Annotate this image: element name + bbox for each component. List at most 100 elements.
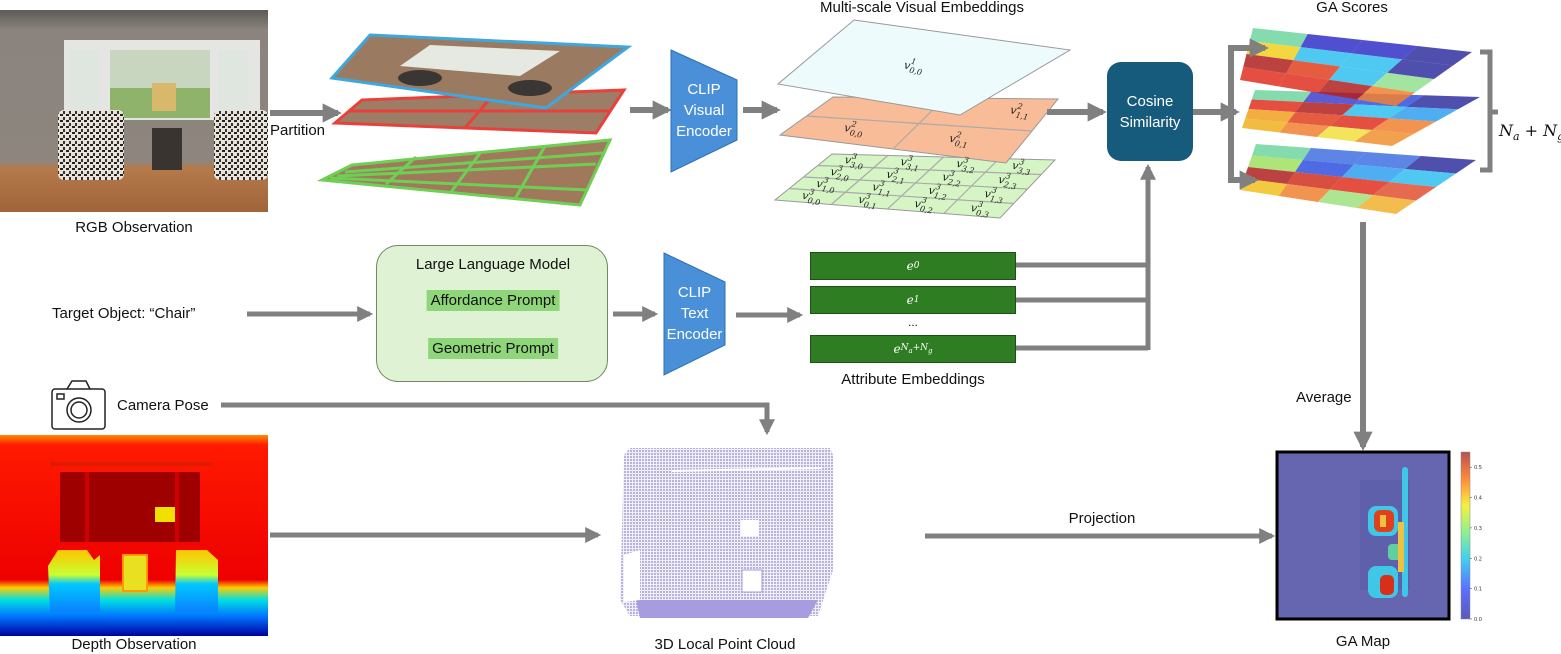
ga-score-tile (1342, 164, 1405, 182)
visual-embeddings-stack (773, 19, 1072, 219)
clip-text-line3: Encoder (666, 326, 723, 343)
ga-score-branch-arrows (1193, 38, 1269, 190)
ga-count-label: Na + Ng (1499, 121, 1561, 144)
clip-text-encoder-shape (663, 252, 726, 376)
colorbar-tick-label: 0.1 (1474, 587, 1482, 593)
point-cloud-label: 3D Local Point Cloud (654, 636, 796, 653)
colorbar-tick-label: 0.0 (1474, 617, 1482, 623)
clip-visual-line3: Encoder (676, 123, 732, 140)
visual-embeddings-title: Multi-scale Visual Embeddings (820, 0, 1024, 16)
depth-observation-label: Depth Observation (71, 636, 197, 653)
ga-score-tile (1351, 40, 1418, 60)
ga-score-tile (1373, 182, 1436, 201)
ga-score-tile (1389, 106, 1458, 122)
partition-label: Partition (270, 122, 326, 139)
ga-score-tile (1295, 101, 1355, 116)
llm-block: Large Language Model Affordance Prompt G… (376, 245, 608, 382)
colorbar-tick-label: 0.5 (1474, 465, 1482, 471)
ga-score-tile (1286, 60, 1341, 80)
ga-score-tile (1357, 195, 1416, 214)
ga-map-image (1275, 450, 1451, 621)
llm-title: Large Language Model (415, 256, 571, 273)
ga-score-tile (1287, 172, 1342, 190)
cosine-line1: Cosine (1126, 92, 1174, 110)
ga-score-tile (1357, 86, 1415, 106)
colorbar-tick-label: 0.2 (1474, 556, 1482, 562)
ga-score-layer-2 (1242, 90, 1480, 146)
ga-score-tile (1287, 112, 1343, 127)
ga-score-tile (1406, 95, 1480, 110)
ga-score-tile (1318, 79, 1373, 100)
ga-score-tile (1329, 66, 1388, 87)
ga-score-tile (1354, 152, 1421, 169)
ga-score-tile (1242, 118, 1288, 133)
attribute-to-cosine-connectors (1016, 163, 1157, 351)
ga-score-tile (1405, 156, 1476, 174)
ga-score-tile (1252, 144, 1311, 160)
point-cloud-image (620, 448, 833, 618)
ga-score-tile (1243, 54, 1294, 74)
target-object-label: Target Object: “Chair” (52, 305, 196, 322)
ga-map-colorbar: 0.0 0.1 0.2 0.3 0.4 0.5 (1460, 451, 1482, 623)
ga-score-tile (1389, 169, 1456, 187)
ga-score-tile (1279, 122, 1330, 137)
clip-visual-line2: Visual (683, 102, 725, 119)
affordance-prompt: Affordance Prompt (426, 290, 560, 311)
ga-score-tile (1340, 53, 1403, 73)
ga-score-tile (1372, 72, 1434, 93)
depth-observation-image (0, 435, 268, 636)
camera-pose-arrow (221, 402, 776, 436)
camera-icon (51, 380, 106, 430)
ga-score-tile (1279, 73, 1330, 93)
ga-score-layer-1 (1240, 28, 1472, 106)
ga-score-tile (1245, 109, 1296, 123)
clip-visual-line1: CLIP (687, 81, 721, 98)
ga-score-tile (1402, 46, 1472, 66)
geometric-prompt: Geometric Prompt (428, 338, 558, 359)
camera-pose-label: Camera Pose (117, 397, 209, 414)
rgb-observation-image (0, 10, 268, 212)
ga-score-tile (1387, 59, 1453, 79)
clip-text-encoder: CLIP Text Encoder (664, 282, 725, 345)
colorbar-tick-label: 0.4 (1474, 496, 1482, 502)
ga-score-tile (1295, 160, 1354, 177)
ga-score-tile (1293, 47, 1352, 67)
ga-score-tile (1248, 155, 1303, 172)
clip-text-line2: Text (680, 305, 709, 322)
ga-score-tile (1248, 99, 1304, 113)
ga-score-tile (1354, 129, 1414, 146)
clip-visual-encoder: CLIP Visual Encoder (671, 79, 737, 142)
ga-score-tile (1329, 115, 1390, 130)
ga-score-tile (1318, 189, 1373, 208)
cosine-line2: Similarity (1119, 113, 1181, 131)
scale-1-plane (776, 19, 1072, 116)
rgb-observation-label: RGB Observation (75, 219, 193, 236)
ga-score-tile (1279, 184, 1330, 202)
ga-score-tile (1251, 90, 1312, 102)
ga-score-tile (1342, 104, 1407, 119)
clip-visual-encoder-shape (670, 49, 738, 173)
ga-score-tile (1300, 34, 1363, 54)
ga-scores-title: GA Scores (1316, 0, 1388, 16)
ga-scores-stack (1240, 28, 1480, 214)
average-label: Average (1296, 389, 1352, 406)
cosine-similarity-block: Cosine Similarity (1107, 62, 1193, 161)
ga-score-layer-3 (1240, 144, 1476, 214)
colorbar-tick-label: 0.3 (1474, 526, 1482, 532)
attribute-embedding-ellipsis: ... (907, 315, 919, 329)
ga-score-tile (1303, 148, 1366, 165)
ga-map-label: GA Map (1335, 633, 1391, 650)
ga-score-tile (1330, 177, 1389, 195)
ga-score-tile (1371, 118, 1436, 134)
projection-label: Projection (1068, 510, 1136, 527)
ga-score-tile (1317, 126, 1372, 142)
partition-stack (316, 33, 633, 207)
ga-score-tile (1240, 67, 1287, 87)
clip-text-line1: CLIP (677, 284, 712, 301)
attribute-embeddings-label: Attribute Embeddings (841, 371, 985, 388)
ga-count-bracket (1480, 49, 1493, 173)
